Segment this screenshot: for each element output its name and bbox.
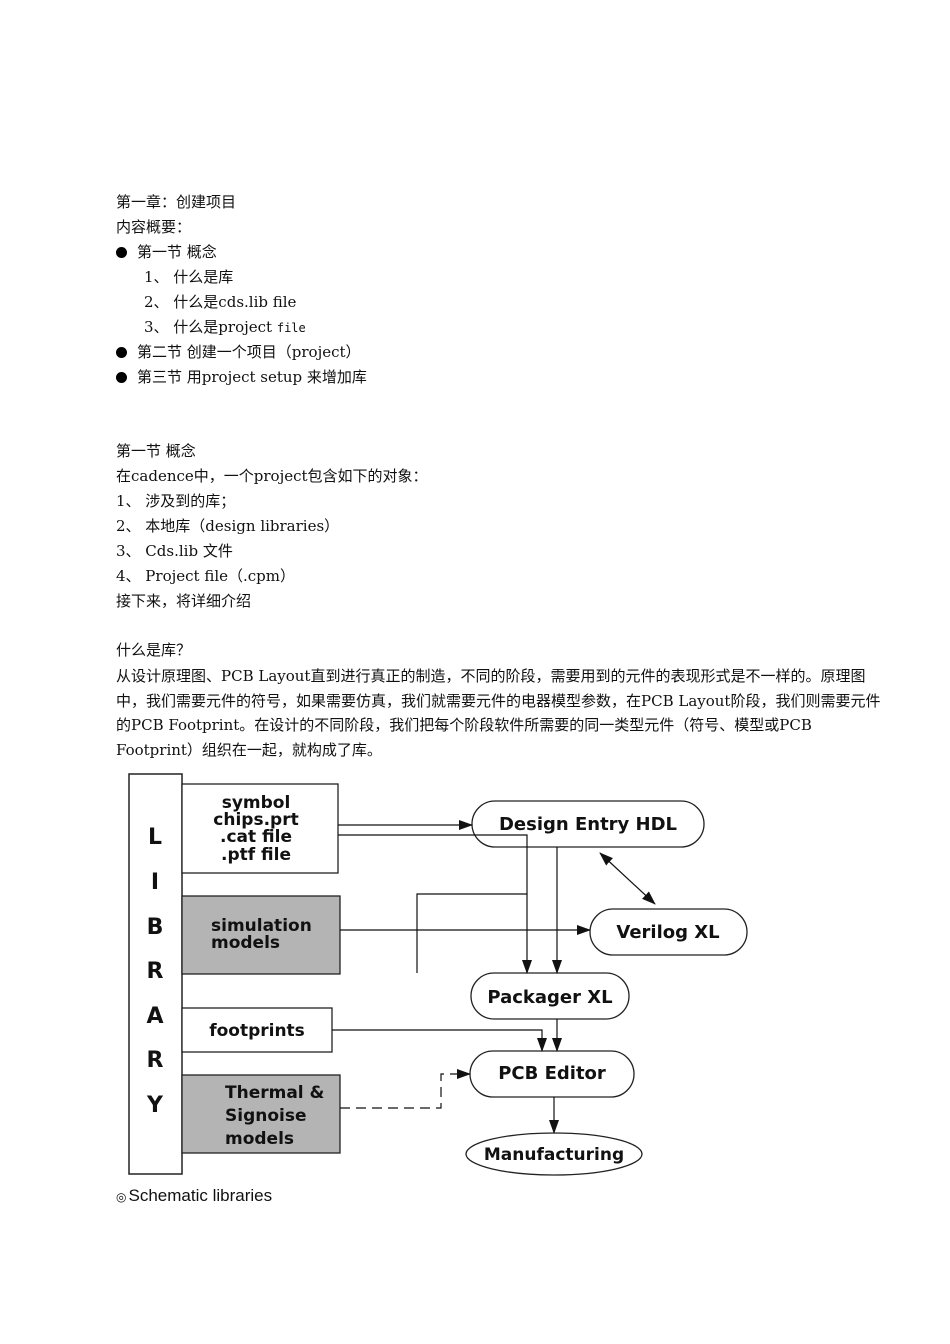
object-item-1: 1、 涉及到的库； [116, 492, 236, 510]
outline-item-1: 1、 什么是库 [144, 268, 234, 286]
library-flow-diagram: L I B R A R Y symbol chips.prt .cat file… [128, 773, 748, 1176]
library-letter: R [147, 959, 164, 984]
arrow-thermal-to-pcb-editor [340, 1069, 471, 1109]
simulation-box-line: models [211, 933, 280, 953]
library-letter: L [148, 825, 162, 850]
footprints-label: footprints [209, 1021, 305, 1041]
manufacturing-label: Manufacturing [484, 1145, 624, 1165]
bullseye-icon: ◎ [116, 1190, 127, 1204]
library-letter: B [147, 915, 164, 940]
library-letter: R [147, 1048, 164, 1073]
pcb-editor-label: PCB Editor [498, 1063, 606, 1084]
verilog-xl-label: Verilog XL [616, 922, 719, 943]
packager-xl-node [470, 972, 630, 1020]
outline-section-2: 第二节 创建一个项目（project） [116, 342, 361, 362]
caption-text: Schematic libraries [128, 1186, 273, 1205]
section-1-intro: 在cadence中，一个project包含如下的对象： [116, 467, 428, 485]
outline-item-2: 2、 什么是cds.lib file [144, 293, 297, 311]
outline-section-3: 第三节 用project setup 来增加库 [116, 367, 367, 387]
design-entry-hdl-label: Design Entry HDL [499, 814, 677, 835]
chapter-title: 第一章：创建项目 [116, 193, 237, 211]
library-letter: A [146, 1004, 163, 1029]
thermal-box-line: models [225, 1129, 294, 1149]
library-column [128, 773, 183, 1175]
simulation-box-line: simulation [211, 916, 312, 936]
outline-item-3: 3、 什么是project file [144, 318, 306, 336]
symbol-box-line: chips.prt [213, 810, 298, 830]
arrow-footprints-to-pcb-editor [332, 1029, 547, 1052]
library-letter: I [151, 870, 159, 895]
bullet-icon [116, 247, 127, 258]
bullet-icon [116, 347, 127, 358]
thermal-signoise-box [181, 1074, 341, 1154]
arrow-design-entry-verilog [599, 852, 656, 905]
simulation-models-box [181, 895, 341, 975]
symbol-box-line: .ptf file [221, 845, 291, 865]
object-item-3: 3、 Cds.lib 文件 [116, 542, 233, 560]
library-question: 什么是库？ [116, 641, 192, 659]
thermal-box-line: Thermal & [225, 1083, 325, 1103]
outline-section-1: 第一节 概念 [116, 242, 217, 262]
figure-caption: ◎Schematic libraries [116, 1186, 272, 1206]
bullet-icon [116, 372, 127, 383]
symbol-box-line: .cat file [220, 827, 292, 847]
thermal-box-line: Signoise [225, 1106, 307, 1126]
symbol-box [181, 783, 339, 874]
overview-label: 内容概要： [116, 218, 192, 236]
section-1-heading: 第一节 概念 [116, 442, 196, 460]
object-item-4: 4、 Project file（.cpm） [116, 567, 296, 585]
packager-xl-label: Packager XL [487, 987, 612, 1008]
library-paragraph: 从设计原理图、PCB Layout直到进行真正的制造，不同的阶段，需要用到的元件… [116, 667, 881, 759]
arrow-symbol-to-packager [338, 834, 528, 973]
symbol-box-line: symbol [222, 793, 291, 813]
object-item-2: 2、 本地库（design libraries） [116, 517, 340, 535]
section-1-next: 接下来，将详细介绍 [116, 592, 252, 610]
library-letter: Y [146, 1093, 164, 1118]
